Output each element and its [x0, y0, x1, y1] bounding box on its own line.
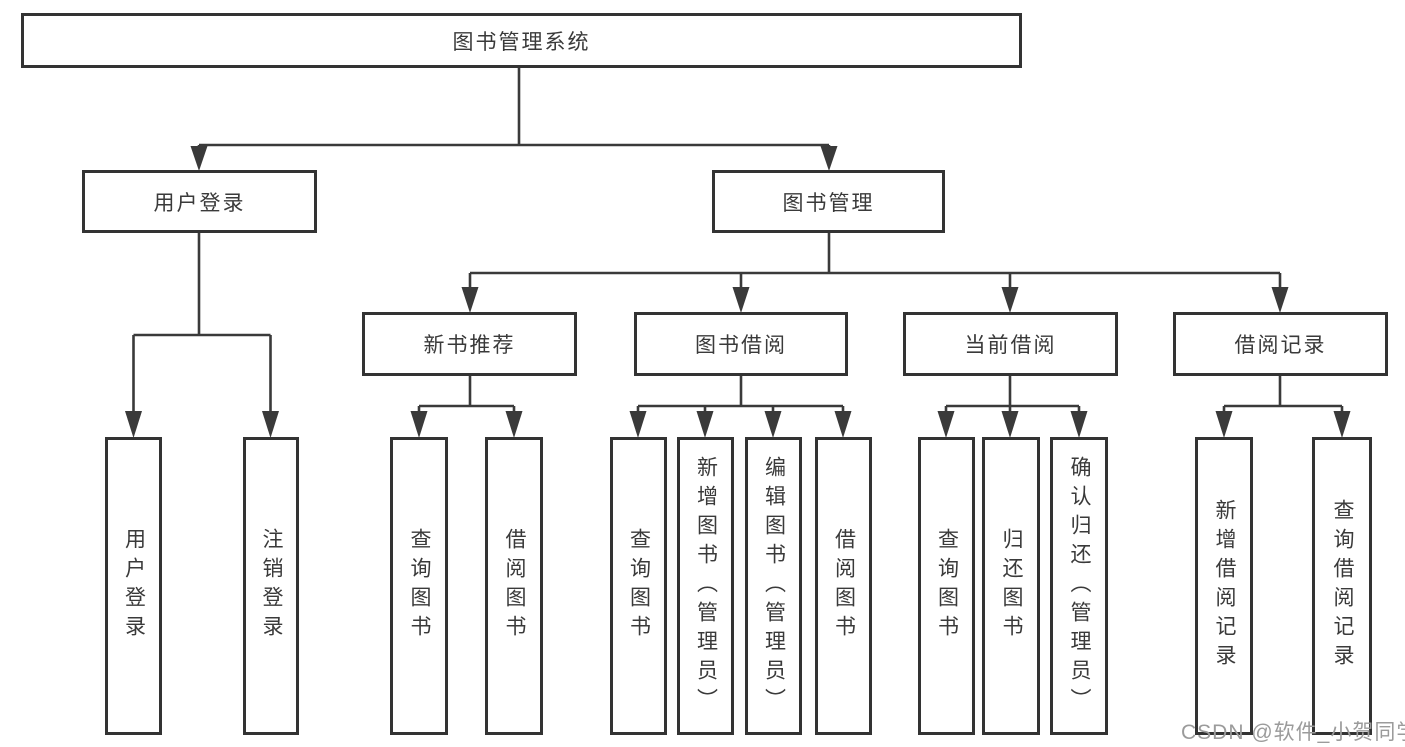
arrow-leaf-3: [505, 411, 523, 438]
node-current-borrow: 当前借阅: [903, 312, 1118, 376]
node-root: 图书管理系统: [21, 13, 1022, 68]
arrow-leaf-6: [764, 411, 782, 438]
leaf-query-book-current-label: 查询图书: [935, 528, 959, 644]
leaf-query-book-recommend: 查询图书: [390, 437, 448, 735]
connector-userlogin-to-leaves: [132, 233, 272, 413]
leaf-query-book-borrow-label: 查询图书: [627, 528, 651, 644]
connector-currentborrow-to-leaves: [944, 376, 1081, 413]
arrow-leaf-1: [262, 411, 279, 438]
node-new-book-recommend: 新书推荐: [362, 312, 577, 376]
arrow-leaf-11: [1215, 411, 1233, 438]
arrow-to-bookmgmt: [820, 146, 838, 171]
node-root-label: 图书管理系统: [452, 30, 591, 54]
arrow-to-borrowrecord: [1271, 287, 1289, 313]
leaf-logout-label: 注销登录: [260, 528, 284, 644]
node-new-book-recommend-label: 新书推荐: [423, 334, 516, 357]
arrow-leaf-2: [410, 411, 428, 438]
leaf-query-book-recommend-label: 查询图书: [408, 528, 432, 644]
leaf-confirm-return-admin-label: 确认归还（管理员）: [1068, 455, 1092, 717]
watermark: CSDN @软件_小贺同学: [1181, 721, 1405, 744]
connector-root-to-level2: [197, 68, 831, 150]
leaf-add-book-admin: 新增图书（管理员）: [677, 437, 734, 735]
arrow-leaf-9: [1001, 411, 1019, 438]
arrow-leaf-7: [834, 411, 852, 438]
leaf-edit-book-admin-label: 编辑图书（管理员）: [762, 455, 786, 717]
leaf-user-login: 用户登录: [105, 437, 162, 735]
leaf-confirm-return-admin: 确认归还（管理员）: [1050, 437, 1108, 735]
connector-borrowrecord-to-leaves: [1222, 376, 1344, 413]
leaf-query-borrow-record-label: 查询借阅记录: [1331, 499, 1355, 673]
arrow-to-bookborrow: [732, 287, 750, 313]
leaf-query-book-current: 查询图书: [918, 437, 975, 735]
node-book-management: 图书管理: [712, 170, 945, 233]
leaf-borrow-book: 借阅图书: [815, 437, 872, 735]
arrow-leaf-0: [125, 411, 142, 438]
connector-bookborrow-to-leaves: [636, 376, 845, 413]
leaf-query-book-borrow: 查询图书: [610, 437, 667, 735]
node-borrow-record: 借阅记录: [1173, 312, 1388, 376]
arrow-leaf-8: [937, 411, 955, 438]
arrow-leaf-12: [1333, 411, 1351, 438]
node-borrow-record-label: 借阅记录: [1234, 334, 1327, 357]
leaf-borrow-book-recommend-label: 借阅图书: [503, 528, 527, 644]
leaf-logout: 注销登录: [243, 437, 299, 735]
leaf-edit-book-admin: 编辑图书（管理员）: [745, 437, 802, 735]
arrow-to-userlogin: [190, 146, 208, 171]
arrow-leaf-5: [696, 411, 714, 438]
leaf-return-book: 归还图书: [982, 437, 1040, 735]
node-user-login-label: 用户登录: [153, 191, 246, 215]
leaf-borrow-book-label: 借阅图书: [832, 528, 856, 644]
arrow-to-currentborrow: [1001, 287, 1019, 313]
leaf-borrow-book-recommend: 借阅图书: [485, 437, 543, 735]
leaf-add-borrow-record-label: 新增借阅记录: [1213, 499, 1237, 673]
connector-bookmgmt-to-level3: [468, 233, 1282, 289]
node-user-login: 用户登录: [82, 170, 317, 233]
node-book-borrow-label: 图书借阅: [695, 334, 787, 357]
arrow-leaf-10: [1070, 411, 1088, 438]
arrow-leaf-4: [629, 411, 647, 438]
leaf-query-borrow-record: 查询借阅记录: [1312, 437, 1372, 735]
leaf-add-borrow-record: 新增借阅记录: [1195, 437, 1253, 735]
node-current-borrow-label: 当前借阅: [964, 334, 1057, 357]
leaf-return-book-label: 归还图书: [1000, 528, 1024, 644]
arrowheads: [125, 146, 1351, 438]
node-book-borrow: 图书借阅: [634, 312, 848, 376]
connector-recommend-to-leaves: [417, 376, 516, 413]
arrow-to-recommend: [461, 287, 479, 313]
leaf-add-book-admin-label: 新增图书（管理员）: [694, 455, 718, 717]
leaf-user-login-label: 用户登录: [122, 528, 146, 644]
node-book-management-label: 图书管理: [782, 191, 875, 215]
